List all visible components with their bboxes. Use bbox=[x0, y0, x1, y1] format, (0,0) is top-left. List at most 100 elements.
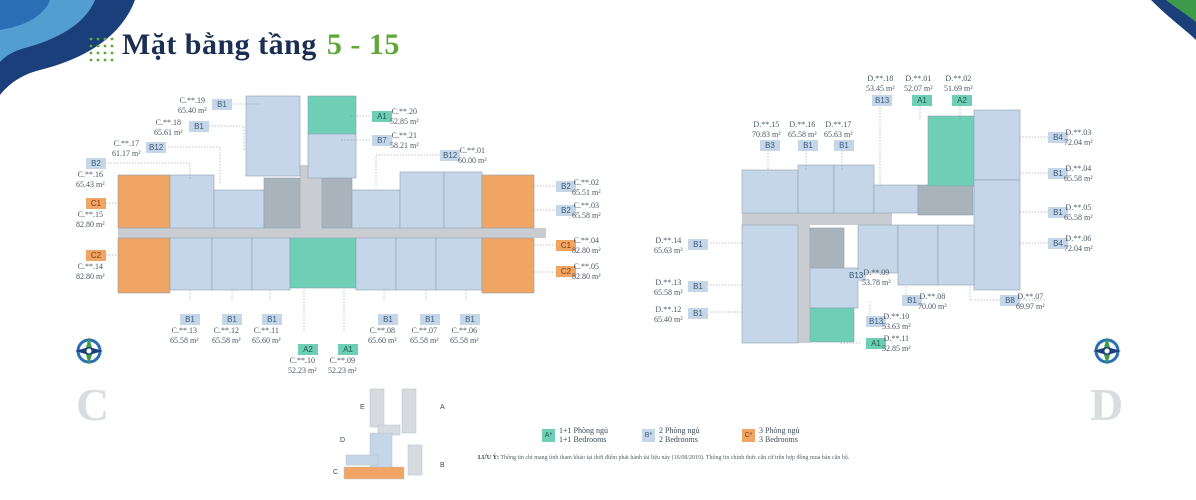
unit-type-tag: C1 bbox=[86, 198, 106, 209]
unit-type-tag: A1 bbox=[912, 95, 932, 106]
unit-type-tag: B4 bbox=[1048, 132, 1068, 143]
unit-type-tag: B8 bbox=[1000, 295, 1020, 306]
unit-type-tag: A2 bbox=[952, 95, 972, 106]
unit-type-tag: B1 bbox=[180, 314, 200, 325]
unit-type-tag: B1 bbox=[460, 314, 480, 325]
site-key-map bbox=[343, 388, 423, 480]
legend-label-en: 3 Bedrooms bbox=[759, 435, 798, 444]
block-d-plan bbox=[741, 109, 1021, 344]
keymap-label: E bbox=[360, 404, 365, 411]
legend-label-vi: 1+1 Phòng ngủ bbox=[559, 426, 608, 435]
unit-type-tag: C2 bbox=[86, 250, 106, 261]
unit-type-tag: C1 bbox=[556, 240, 576, 251]
unit-type-tag: B4 bbox=[1048, 238, 1068, 249]
unit-type-tag: B2 bbox=[556, 205, 576, 216]
unit-type-tag: B1 bbox=[212, 99, 232, 110]
block-c-plan bbox=[117, 95, 546, 294]
unit-type-tag: B1 bbox=[189, 121, 209, 132]
legend-label-vi: 2 Phòng ngủ bbox=[659, 426, 700, 435]
page-title-text: Mặt bằng tầng bbox=[122, 28, 317, 61]
unit-type-tag: B1 bbox=[688, 239, 708, 250]
keymap-label: C bbox=[333, 469, 339, 476]
compass-icon bbox=[1093, 337, 1121, 365]
disclaimer-prefix: LƯU Ý: bbox=[478, 455, 499, 461]
unit-type-tag: B13 bbox=[872, 95, 893, 106]
legend-swatch-a: A* bbox=[542, 428, 555, 442]
top-left-wave-decoration bbox=[0, 0, 135, 95]
unit-type-tag: B1 bbox=[902, 295, 922, 306]
unit-type-tag: B7 bbox=[372, 135, 392, 146]
unit-type-tag: B13 bbox=[846, 270, 867, 281]
unit-type-tag: B1 bbox=[222, 314, 242, 325]
dot-grid-icon bbox=[89, 37, 114, 62]
block-d-letter: D bbox=[1090, 379, 1124, 430]
unit-type-tag: B1 bbox=[688, 308, 708, 319]
unit-type-tag: B1 bbox=[1048, 207, 1068, 218]
block-c-letter: C bbox=[76, 379, 110, 430]
unit-type-tag: B2 bbox=[86, 158, 106, 169]
unit-type-tag: B1 bbox=[420, 314, 440, 325]
disclaimer-note: LƯU Ý: Thông tin chỉ mang tính tham khảo… bbox=[478, 455, 849, 461]
unit-type-tag: B3 bbox=[760, 140, 780, 151]
top-right-wave-decoration bbox=[1151, 0, 1196, 40]
unit-type-tag: B13 bbox=[866, 316, 887, 327]
unit-type-tag: B1 bbox=[834, 140, 854, 151]
legend-label-vi: 3 Phòng ngủ bbox=[759, 426, 800, 435]
unit-type-tag: B12 bbox=[440, 150, 461, 161]
keymap-label: B bbox=[440, 462, 445, 469]
compass-icon bbox=[75, 337, 103, 365]
legend-label-en: 1+1 Bedrooms bbox=[559, 435, 607, 444]
unit-type-tag: C2 bbox=[556, 266, 576, 277]
unit-type-tag: A1 bbox=[338, 344, 358, 355]
legend-swatch-c: C* bbox=[742, 428, 755, 442]
unit-type-tag: A2 bbox=[298, 344, 318, 355]
unit-type-tag: A1 bbox=[866, 338, 886, 349]
legend-swatch-b: B* bbox=[642, 428, 655, 442]
keymap-label: A bbox=[440, 404, 445, 411]
floor-range: 5 - 15 bbox=[326, 28, 400, 61]
keymap-label: D bbox=[340, 437, 346, 444]
unit-type-tag: B1 bbox=[798, 140, 818, 151]
page-title: Mặt bằng tầng 5 - 15 bbox=[122, 28, 400, 62]
legend-label-en: 2 Bedrooms bbox=[659, 435, 698, 444]
unit-type-tag: B1 bbox=[1048, 168, 1068, 179]
